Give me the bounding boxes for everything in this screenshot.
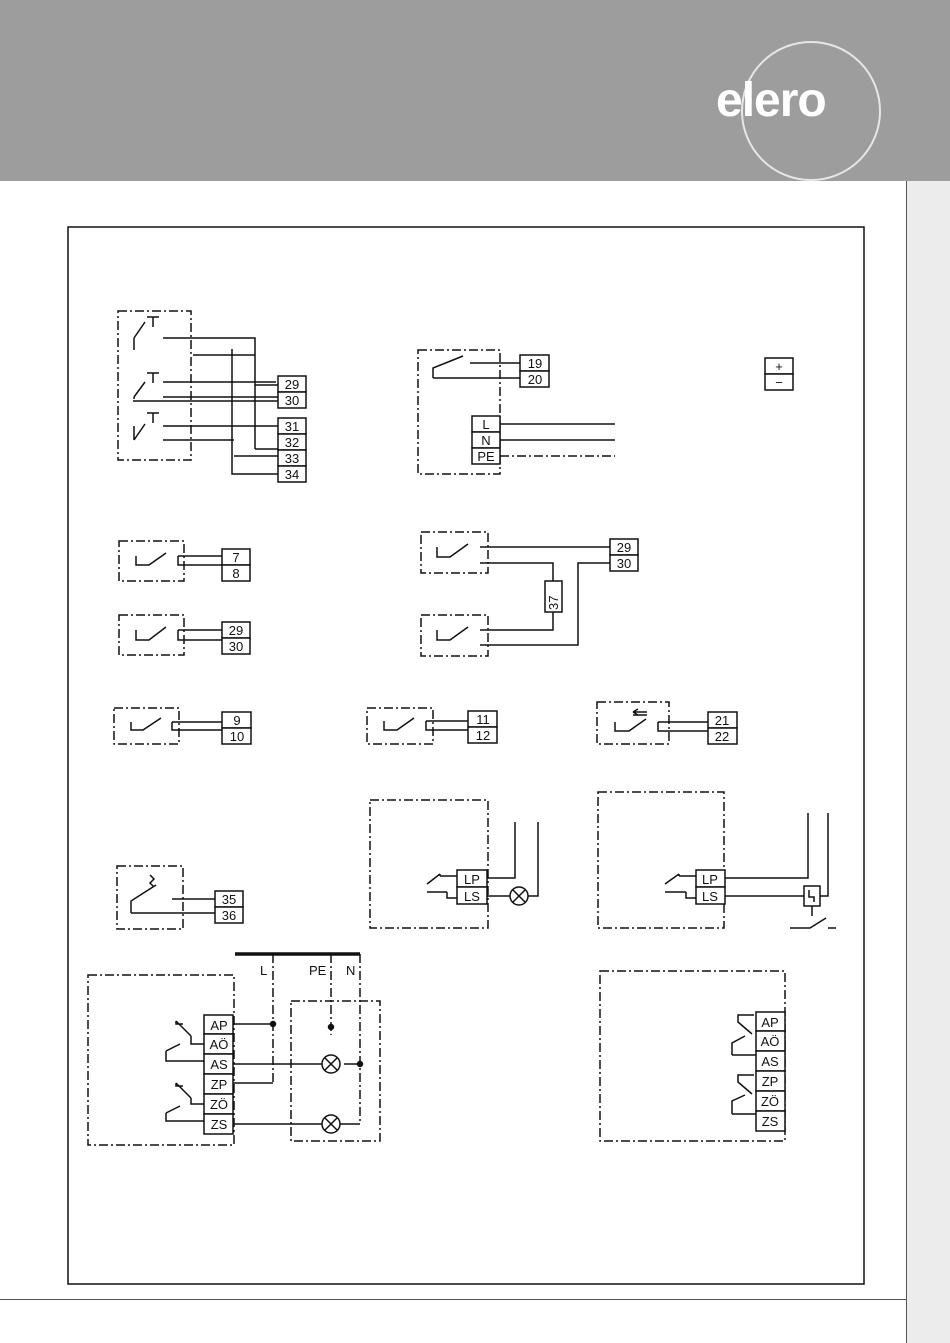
terminal-AS: AS [210, 1057, 228, 1072]
terminal-L: L [482, 417, 489, 432]
terminal-20: 20 [528, 372, 542, 387]
terminal-9: 9 [233, 713, 240, 728]
terminal-AP: AP [761, 1015, 778, 1030]
switch-group-29-30: 29 30 [119, 615, 250, 655]
ap-zs-group-right: AP AÖ AS ZP ZÖ ZS [600, 971, 785, 1141]
terminal-AO: AÖ [210, 1037, 229, 1052]
terminal-36: 36 [222, 908, 236, 923]
switch-group-7-8: 7 8 [119, 541, 250, 581]
bus-label-PE: PE [309, 963, 327, 978]
terminal-LP: LP [702, 872, 718, 887]
ap-zs-bus-group: L PE N AP AÖ AS ZP ZÖ ZS [88, 954, 380, 1145]
terminal-LP: LP [464, 872, 480, 887]
terminal-33: 33 [285, 451, 299, 466]
bus-label-L: L [260, 963, 267, 978]
terminal-AP: AP [210, 1018, 227, 1033]
terminal-ZO: ZÖ [210, 1097, 228, 1112]
terminal-ZP: ZP [211, 1077, 228, 1092]
terminal-37: 37 [546, 596, 561, 610]
terminal-7: 7 [232, 550, 239, 565]
terminal-21: 21 [715, 713, 729, 728]
polarity-symbol: + − [765, 358, 793, 390]
terminal-ZS: ZS [762, 1114, 779, 1129]
switch-group-9-10: 9 10 [114, 708, 251, 744]
bus-label-N: N [346, 963, 355, 978]
terminal-29: 29 [617, 540, 631, 555]
terminal-31: 31 [285, 419, 299, 434]
terminal-12: 12 [476, 728, 490, 743]
switch-group-11-12: 11 12 [367, 708, 497, 744]
switch-group-35-36: 35 36 [117, 866, 243, 929]
device-outline [118, 311, 191, 460]
terminal-AS: AS [761, 1054, 779, 1069]
terminal-30: 30 [617, 556, 631, 571]
minus-label: − [775, 375, 783, 390]
terminal-PE: PE [477, 449, 495, 464]
terminal-34: 34 [285, 467, 299, 482]
lp-ls-relay-group: LP LS [598, 792, 836, 928]
terminal-35: 35 [222, 892, 236, 907]
terminal-AO: AÖ [761, 1034, 780, 1049]
terminal-LS: LS [702, 889, 718, 904]
switch-group-1: 29 30 31 32 33 34 [118, 311, 306, 482]
terminal-30: 30 [285, 393, 299, 408]
terminal-LS: LS [464, 889, 480, 904]
terminal-29: 29 [285, 377, 299, 392]
switch-group-37: 37 29 30 [421, 532, 638, 656]
terminal-29: 29 [229, 623, 243, 638]
terminal-ZP: ZP [762, 1074, 779, 1089]
terminal-30: 30 [229, 639, 243, 654]
lp-ls-lamp-group: LP LS [370, 800, 538, 928]
terminal-19: 19 [528, 356, 542, 371]
terminal-22: 22 [715, 729, 729, 744]
plus-label: + [775, 359, 783, 374]
diagram-frame [68, 227, 864, 1284]
switch-group-21-22: 21 22 [597, 702, 737, 744]
switch-group-2: 19 20 L N PE [418, 350, 615, 474]
terminal-ZS: ZS [211, 1117, 228, 1132]
terminal-32: 32 [285, 435, 299, 450]
terminal-8: 8 [232, 566, 239, 581]
terminal-11: 11 [476, 712, 490, 727]
terminal-10: 10 [230, 729, 244, 744]
terminal-N: N [481, 433, 490, 448]
terminal-ZO: ZÖ [761, 1094, 779, 1109]
